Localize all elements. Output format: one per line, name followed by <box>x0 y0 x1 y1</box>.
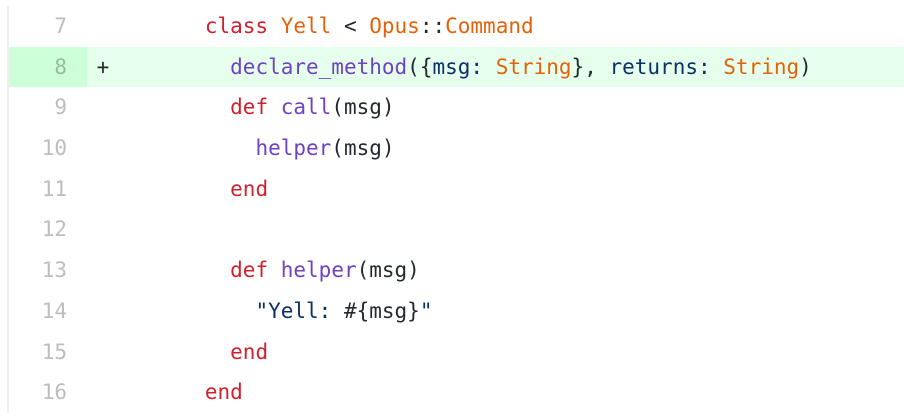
diff-line[interactable]: 10 helper(msg) <box>9 128 904 169</box>
diff-marker <box>87 87 119 128</box>
line-number[interactable]: 11 <box>41 176 67 201</box>
line-number[interactable]: 14 <box>41 298 67 323</box>
code-token-plain: (msg) <box>331 95 395 120</box>
diff-line[interactable]: 16 end <box>9 372 904 413</box>
diff-line[interactable]: 11 end <box>9 169 904 210</box>
code-content: "Yell: #{msg}" <box>119 291 904 332</box>
code-token-plain: ({ <box>407 54 433 79</box>
code-token-kw: class <box>204 14 269 38</box>
diff-line[interactable]: 12 <box>9 209 904 250</box>
line-number[interactable]: 15 <box>41 339 67 364</box>
diff-line[interactable]: 15 end <box>9 332 904 373</box>
indent <box>129 299 255 323</box>
code-content: end <box>119 169 904 210</box>
diff-marker <box>87 6 119 47</box>
addition-marker: + <box>96 54 110 79</box>
indent <box>129 380 205 404</box>
code-token-kw: def <box>230 258 269 283</box>
code-token-str: "Yell: <box>255 298 344 323</box>
indent <box>129 95 230 119</box>
code-content: declare_method({msg: String}, returns: S… <box>119 47 904 88</box>
code-token-kw: end <box>204 380 243 405</box>
code-token-const: String <box>723 54 800 79</box>
line-number[interactable]: 16 <box>41 380 67 405</box>
code-content: def helper(msg) <box>119 250 904 291</box>
line-number[interactable]: 13 <box>41 258 67 283</box>
code-token-plain <box>268 95 281 119</box>
indent <box>129 258 230 282</box>
code-token-plain: }, <box>571 54 610 79</box>
line-number[interactable]: 8 <box>9 46 87 88</box>
code-token-const: String <box>495 54 572 79</box>
line-number[interactable]: 10 <box>41 136 67 161</box>
diff-line[interactable]: 14 "Yell: #{msg}" <box>9 291 904 332</box>
code-token-kw: end <box>230 339 269 364</box>
indent <box>129 177 230 201</box>
line-number[interactable]: 12 <box>41 217 67 242</box>
code-content: def call(msg) <box>119 87 904 128</box>
diff-marker <box>87 372 119 413</box>
line-number[interactable]: 7 <box>54 14 67 38</box>
code-token-fn: call <box>280 95 332 120</box>
code-token-const: Yell <box>280 14 332 38</box>
code-token-kw: def <box>230 95 269 120</box>
code-token-plain: ) <box>799 54 812 79</box>
code-token-plain: #{msg} <box>343 298 420 323</box>
code-token-plain <box>268 258 281 282</box>
code-content: end <box>119 332 904 373</box>
indent <box>129 14 205 38</box>
code-token-plain: (msg) <box>331 136 395 161</box>
diff-marker <box>87 291 119 332</box>
diff-line[interactable]: 13 def helper(msg) <box>9 250 904 291</box>
code-token-fn: declare_method <box>230 54 408 79</box>
code-token-plain <box>268 14 281 38</box>
code-content <box>119 209 904 250</box>
code-token-const: Command <box>445 14 534 38</box>
code-token-str: " <box>419 298 433 323</box>
line-number[interactable]: 9 <box>54 95 67 120</box>
code-token-fn: helper <box>255 136 332 161</box>
code-content: end <box>119 372 904 413</box>
code-token-const: Opus <box>369 14 420 38</box>
code-content: helper(msg) <box>119 128 904 169</box>
diff-line[interactable]: 9 def call(msg) <box>9 87 904 128</box>
code-token-str: msg: <box>432 54 496 79</box>
indent <box>129 136 255 160</box>
diff-marker <box>87 169 119 210</box>
code-token-fn: helper <box>280 258 357 283</box>
diff-marker <box>87 250 119 291</box>
code-token-str: returns: <box>609 54 724 79</box>
indent <box>129 55 230 79</box>
indent <box>129 340 230 364</box>
diff-marker <box>87 209 119 250</box>
code-token-plain: < <box>331 14 370 38</box>
code-content: class Yell < Opus::Command <box>119 6 904 47</box>
code-token-plain: (msg) <box>356 258 420 283</box>
diff-marker <box>87 332 119 373</box>
diff-marker <box>87 128 119 169</box>
diff-line-added[interactable]: 8 + declare_method({msg: String}, returns… <box>9 46 904 88</box>
diff-line[interactable]: 7 class Yell < Opus::Command <box>9 6 904 47</box>
code-token-plain: :: <box>419 14 446 38</box>
code-token-kw: end <box>230 176 269 201</box>
